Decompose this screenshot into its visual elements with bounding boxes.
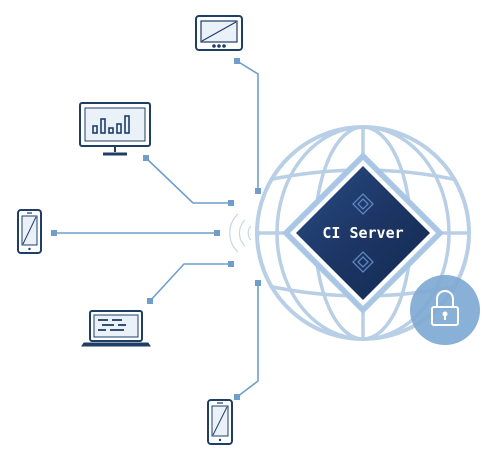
connector-tablet: [236, 60, 259, 191]
dot: [228, 200, 234, 206]
smartphone-icon: [17, 209, 42, 254]
connector-monitor: [145, 157, 231, 204]
chip-icon: [352, 251, 374, 273]
bar-chart-monitor-icon: [79, 102, 151, 156]
chip-icon: [352, 193, 374, 215]
dot: [143, 155, 149, 161]
connector-phone-bottom: [236, 283, 259, 398]
server-label: CI Server: [322, 224, 403, 242]
diamond-inner: [296, 166, 430, 300]
dot: [255, 280, 261, 286]
dot: [228, 261, 234, 267]
padlock-icon: [431, 290, 459, 326]
code-laptop-icon: [81, 310, 151, 347]
connector-lines: [54, 60, 259, 398]
dot: [51, 230, 57, 236]
dot: [255, 188, 261, 194]
dot: [214, 230, 220, 236]
lock-badge: [410, 275, 480, 345]
dot: [234, 58, 240, 64]
connector-laptop: [149, 263, 231, 302]
dot: [147, 298, 153, 304]
ci-server-node: CI Server: [282, 152, 444, 314]
connector-dots: [51, 58, 261, 400]
lock-badge-circle: [410, 275, 480, 345]
tablet-icon: [195, 15, 243, 51]
dot: [234, 394, 240, 400]
smartphone-icon: [207, 399, 233, 445]
